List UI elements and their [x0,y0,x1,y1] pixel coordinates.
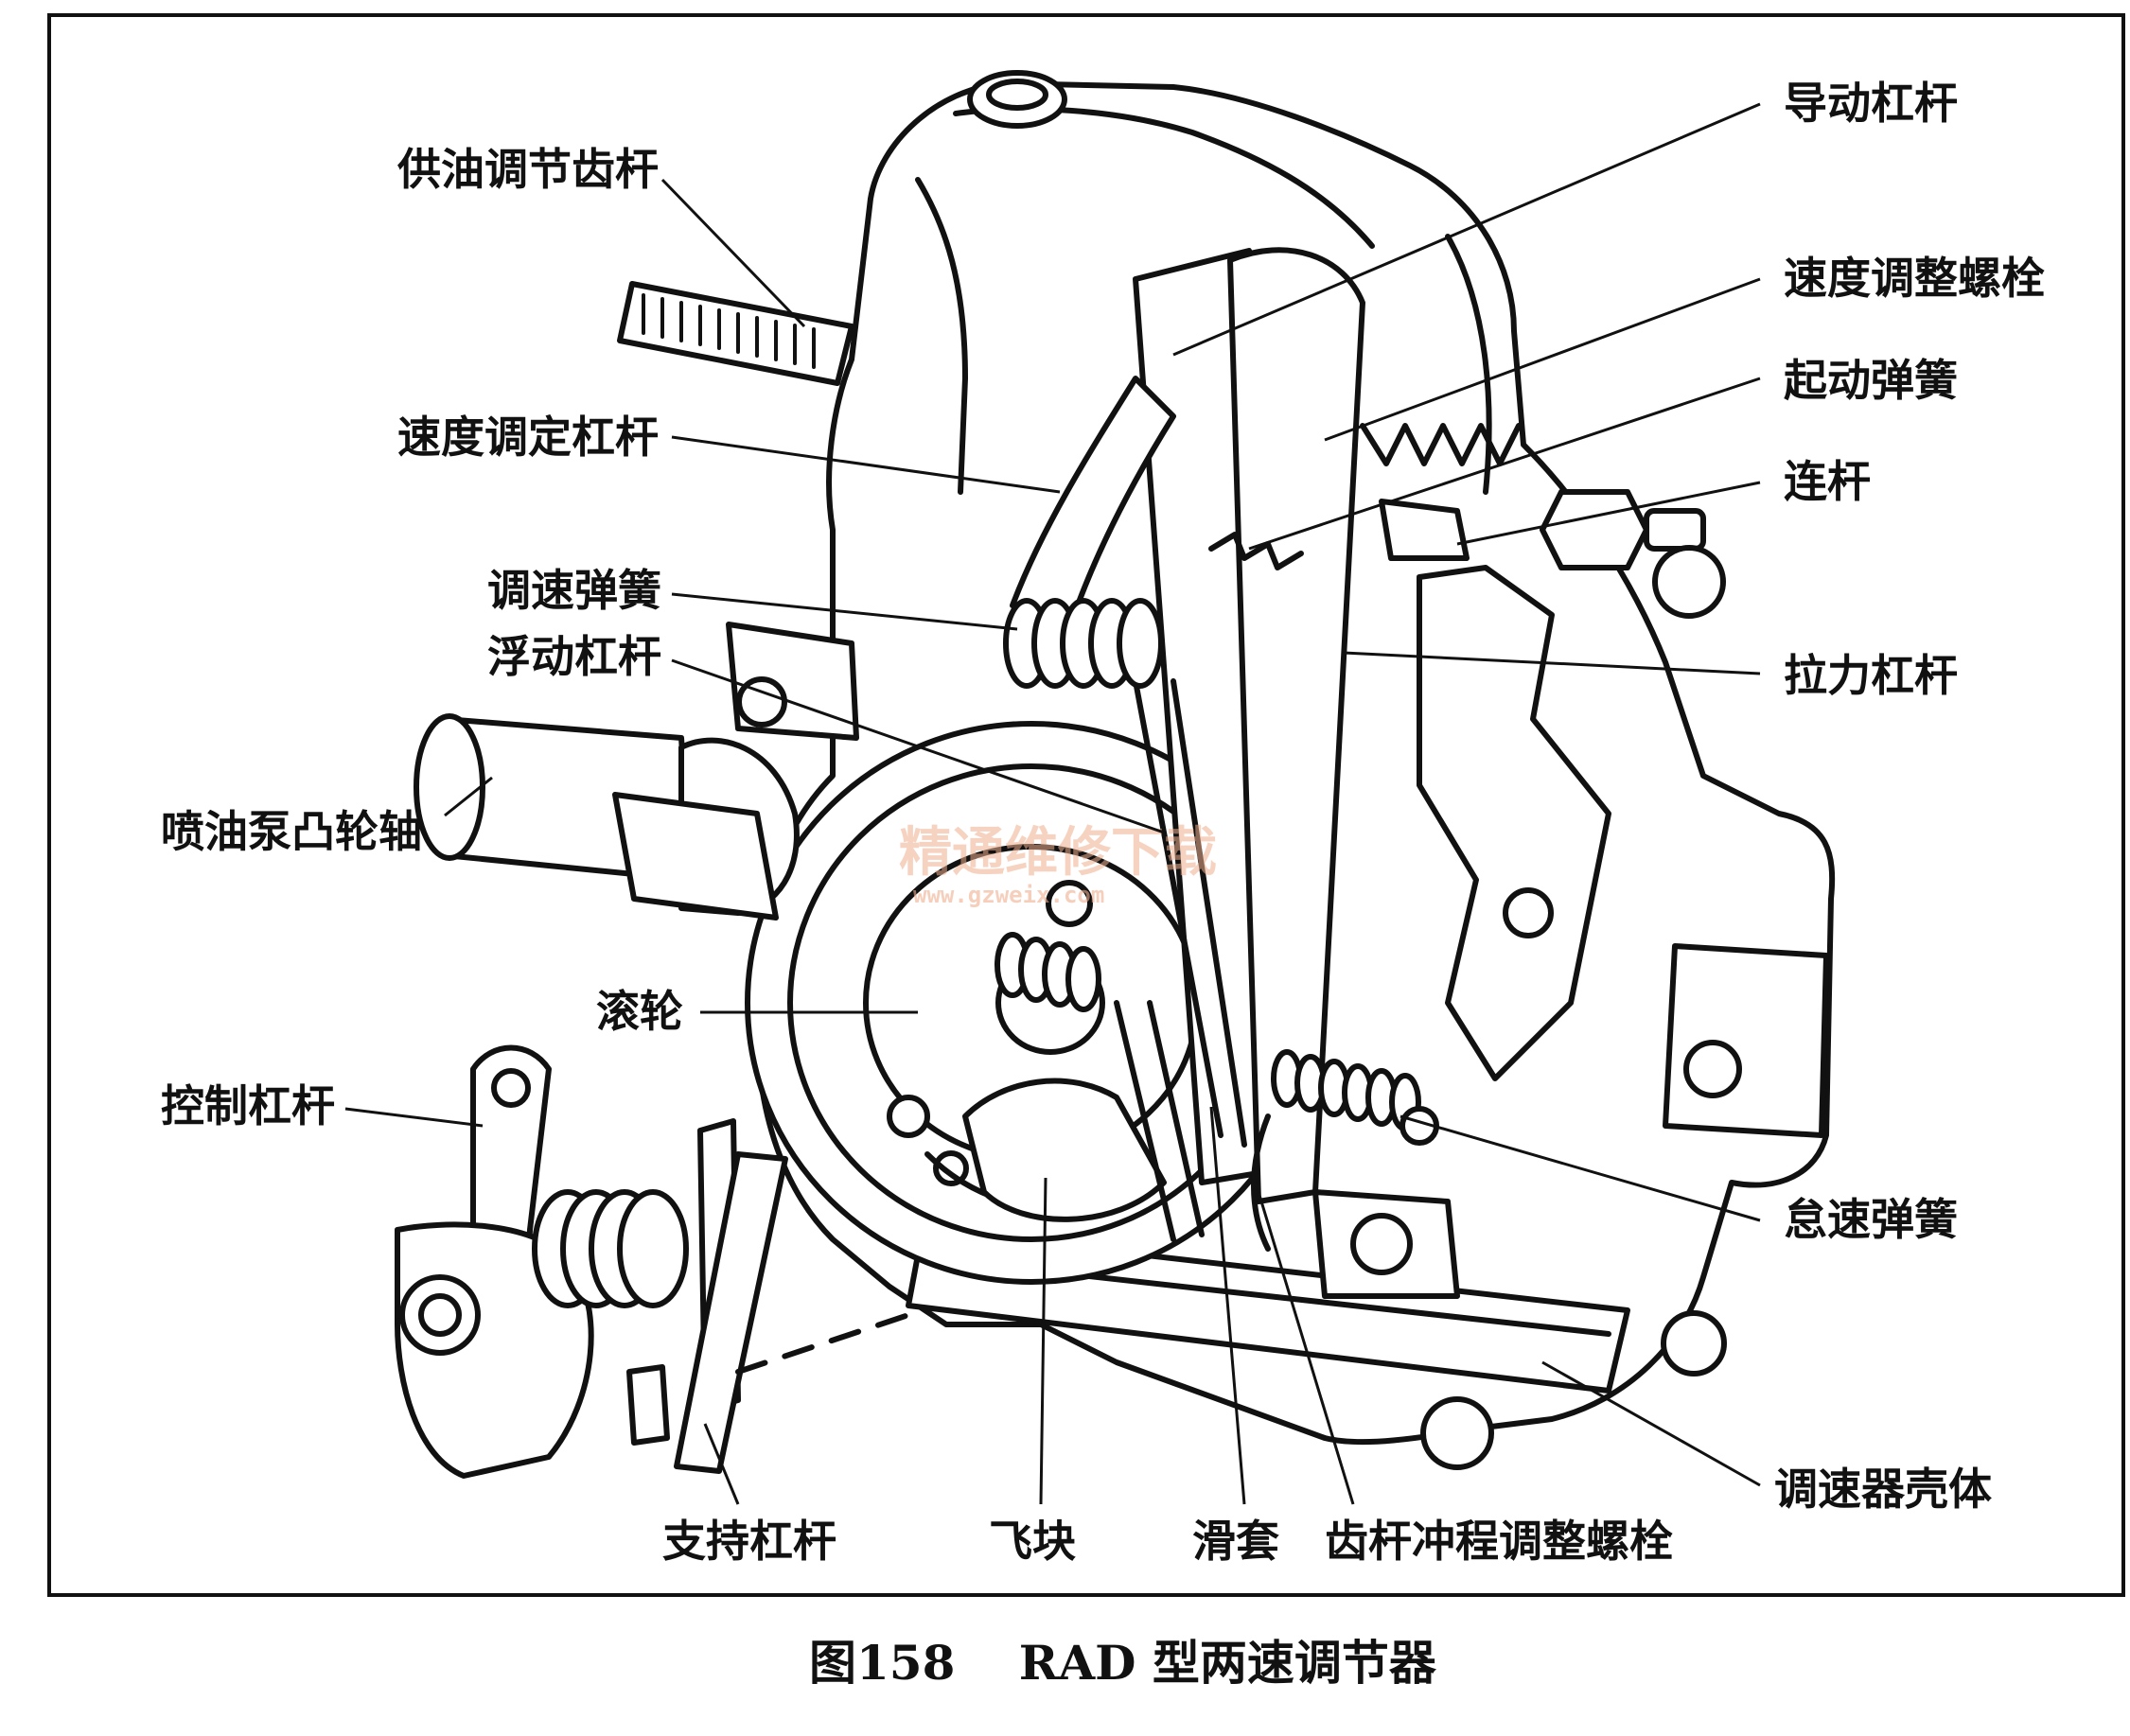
leader-camshaft [444,776,493,817]
labels: 供油调节齿杆 速度调定杠杆 调速弹簧 浮动杠杆 喷油泵凸轮轴 滚轮 控制杠杆 支… [161,78,2045,1567]
control-lever-drawing [395,1044,911,1479]
flyweight-drawing [962,1000,1271,1252]
label-idle-spring: 怠速弹簧 [1784,1194,1958,1245]
label-flyweight: 飞块 [989,1516,1076,1567]
label-control-lever: 控制杠杆 [161,1080,335,1131]
label-start-spring: 起动弹簧 [1784,355,1958,406]
label-stroke-bolt: 齿杆冲程调整螺栓 [1325,1516,1673,1567]
label-gear-rack: 供油调节齿杆 [397,144,659,195]
watermark-text: 精通维修下载 [899,822,1217,884]
leader-speed-adj-bolt [1324,277,1761,442]
leader-housing [1541,1360,1761,1487]
watermark: 精通维修下载 www.gzweix.com [899,822,1217,908]
leader-start-spring [1248,377,1761,551]
figure-frame [47,13,2125,1597]
leader-control-lever [344,1107,484,1128]
label-float-lever: 浮动杠杆 [487,631,661,682]
camshaft-drawing [414,622,859,921]
leader-flyweight [1039,1177,1047,1505]
leader-gov-spring [671,592,1018,631]
governor-drawing [395,70,1836,1479]
figure-caption: 图158 RAD 型两速调节器 [809,1635,1437,1691]
label-speed-adj-bolt: 速度调整螺栓 [1784,253,2045,304]
label-link: 连杆 [1784,456,1871,507]
springs-drawing [995,423,1522,1131]
levers-drawing [1010,247,1611,1204]
drum-drawing [745,721,1318,1285]
label-camshaft: 喷油泵凸轮轴 [161,806,422,857]
label-roller: 滚轮 [596,986,683,1037]
label-speed-set-lever: 速度调定杠杆 [397,412,659,463]
watermark-url: www.gzweix.com [913,882,1104,908]
label-guide-lever: 导动杠杆 [1784,78,1958,129]
leader-guide-lever [1172,102,1761,357]
label-housing: 调速器壳体 [1774,1464,1992,1515]
leader-lines [344,102,1761,1505]
leader-stroke-bolt [1257,1191,1355,1505]
label-gov-spring: 调速弹簧 [487,565,661,616]
leader-idle-spring [1399,1114,1761,1222]
label-tension-lever: 拉力杠杆 [1784,650,1958,701]
leader-sleeve [1209,1106,1246,1505]
leader-link [1456,481,1761,546]
leader-float-lever [671,658,1165,834]
leader-tension-lever [1343,651,1761,675]
leader-support-lever [703,1423,740,1505]
leader-speed-set-lever [671,435,1061,494]
leader-gear-rack [660,178,806,328]
label-support-lever: 支持杠杆 [662,1516,836,1567]
label-sleeve: 滑套 [1192,1516,1279,1567]
